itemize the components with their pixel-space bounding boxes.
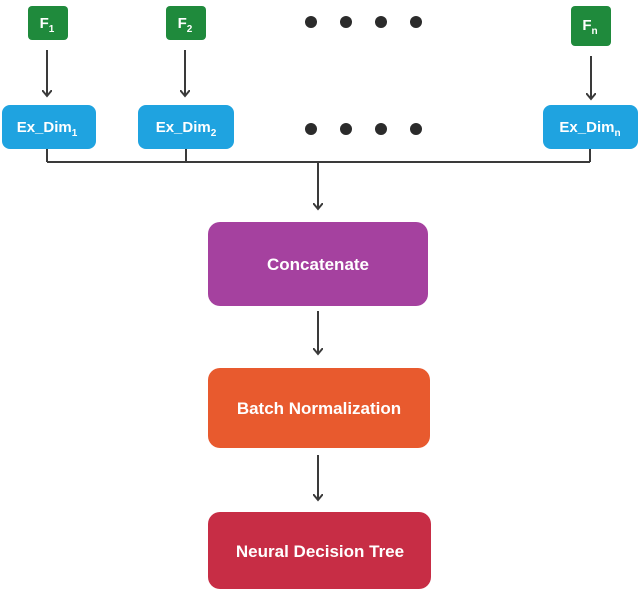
input-box-2 bbox=[166, 6, 206, 40]
ellipsis-dots-top bbox=[305, 16, 422, 28]
svg-text:Ex_Dim2: Ex_Dim2 bbox=[156, 119, 217, 139]
extractor-node-1: Ex_Dim1 bbox=[2, 105, 96, 149]
concatenate-node: Concatenate bbox=[208, 222, 428, 306]
svg-text:Fn: Fn bbox=[582, 17, 597, 37]
input-sub-2: 2 bbox=[187, 24, 193, 35]
svg-text:Ex_Dim1: Ex_Dim1 bbox=[17, 119, 78, 139]
neural-decision-tree-node: Neural Decision Tree bbox=[208, 512, 431, 589]
input-sub-1: 1 bbox=[49, 24, 55, 35]
merge-bracket bbox=[46, 149, 591, 163]
input-node-n: Fn bbox=[571, 6, 611, 46]
neural-decision-tree-label: Neural Decision Tree bbox=[236, 542, 404, 561]
extractor-node-n: Ex_Dimn bbox=[543, 105, 638, 149]
extractor-sub-2: 2 bbox=[211, 128, 217, 139]
extractor-label-n: Ex_Dim bbox=[559, 119, 614, 136]
extractor-box-n bbox=[543, 105, 638, 149]
extractor-sub-1: 1 bbox=[72, 128, 78, 139]
neural-decision-tree-box bbox=[208, 512, 431, 589]
input-box-1 bbox=[28, 6, 68, 40]
input-label-n: F bbox=[582, 17, 591, 34]
extractor-box-2 bbox=[138, 105, 234, 149]
ellipsis-dots-middle bbox=[305, 123, 422, 135]
concatenate-label: Concatenate bbox=[267, 255, 369, 274]
input-label-2: F bbox=[178, 15, 187, 32]
input-sub-n: n bbox=[592, 26, 598, 37]
batch-normalization-node: Batch Normalization bbox=[208, 368, 430, 448]
batch-normalization-label: Batch Normalization bbox=[237, 399, 401, 418]
input-label-1: F bbox=[40, 15, 49, 32]
concatenate-box bbox=[208, 222, 428, 306]
svg-text:F1: F1 bbox=[40, 15, 55, 35]
input-node-2: F2 bbox=[166, 6, 206, 40]
extractor-box-1 bbox=[2, 105, 96, 149]
extractor-label-1: Ex_Dim bbox=[17, 119, 72, 136]
batch-normalization-box bbox=[208, 368, 430, 448]
input-box-n bbox=[571, 6, 611, 46]
extractor-label-2: Ex_Dim bbox=[156, 119, 211, 136]
svg-text:Ex_Dimn: Ex_Dimn bbox=[559, 119, 620, 139]
input-node-1: F1 bbox=[28, 6, 68, 40]
extractor-node-2: Ex_Dim2 bbox=[138, 105, 234, 149]
svg-text:F2: F2 bbox=[178, 15, 193, 35]
extractor-sub-n: n bbox=[614, 128, 620, 139]
